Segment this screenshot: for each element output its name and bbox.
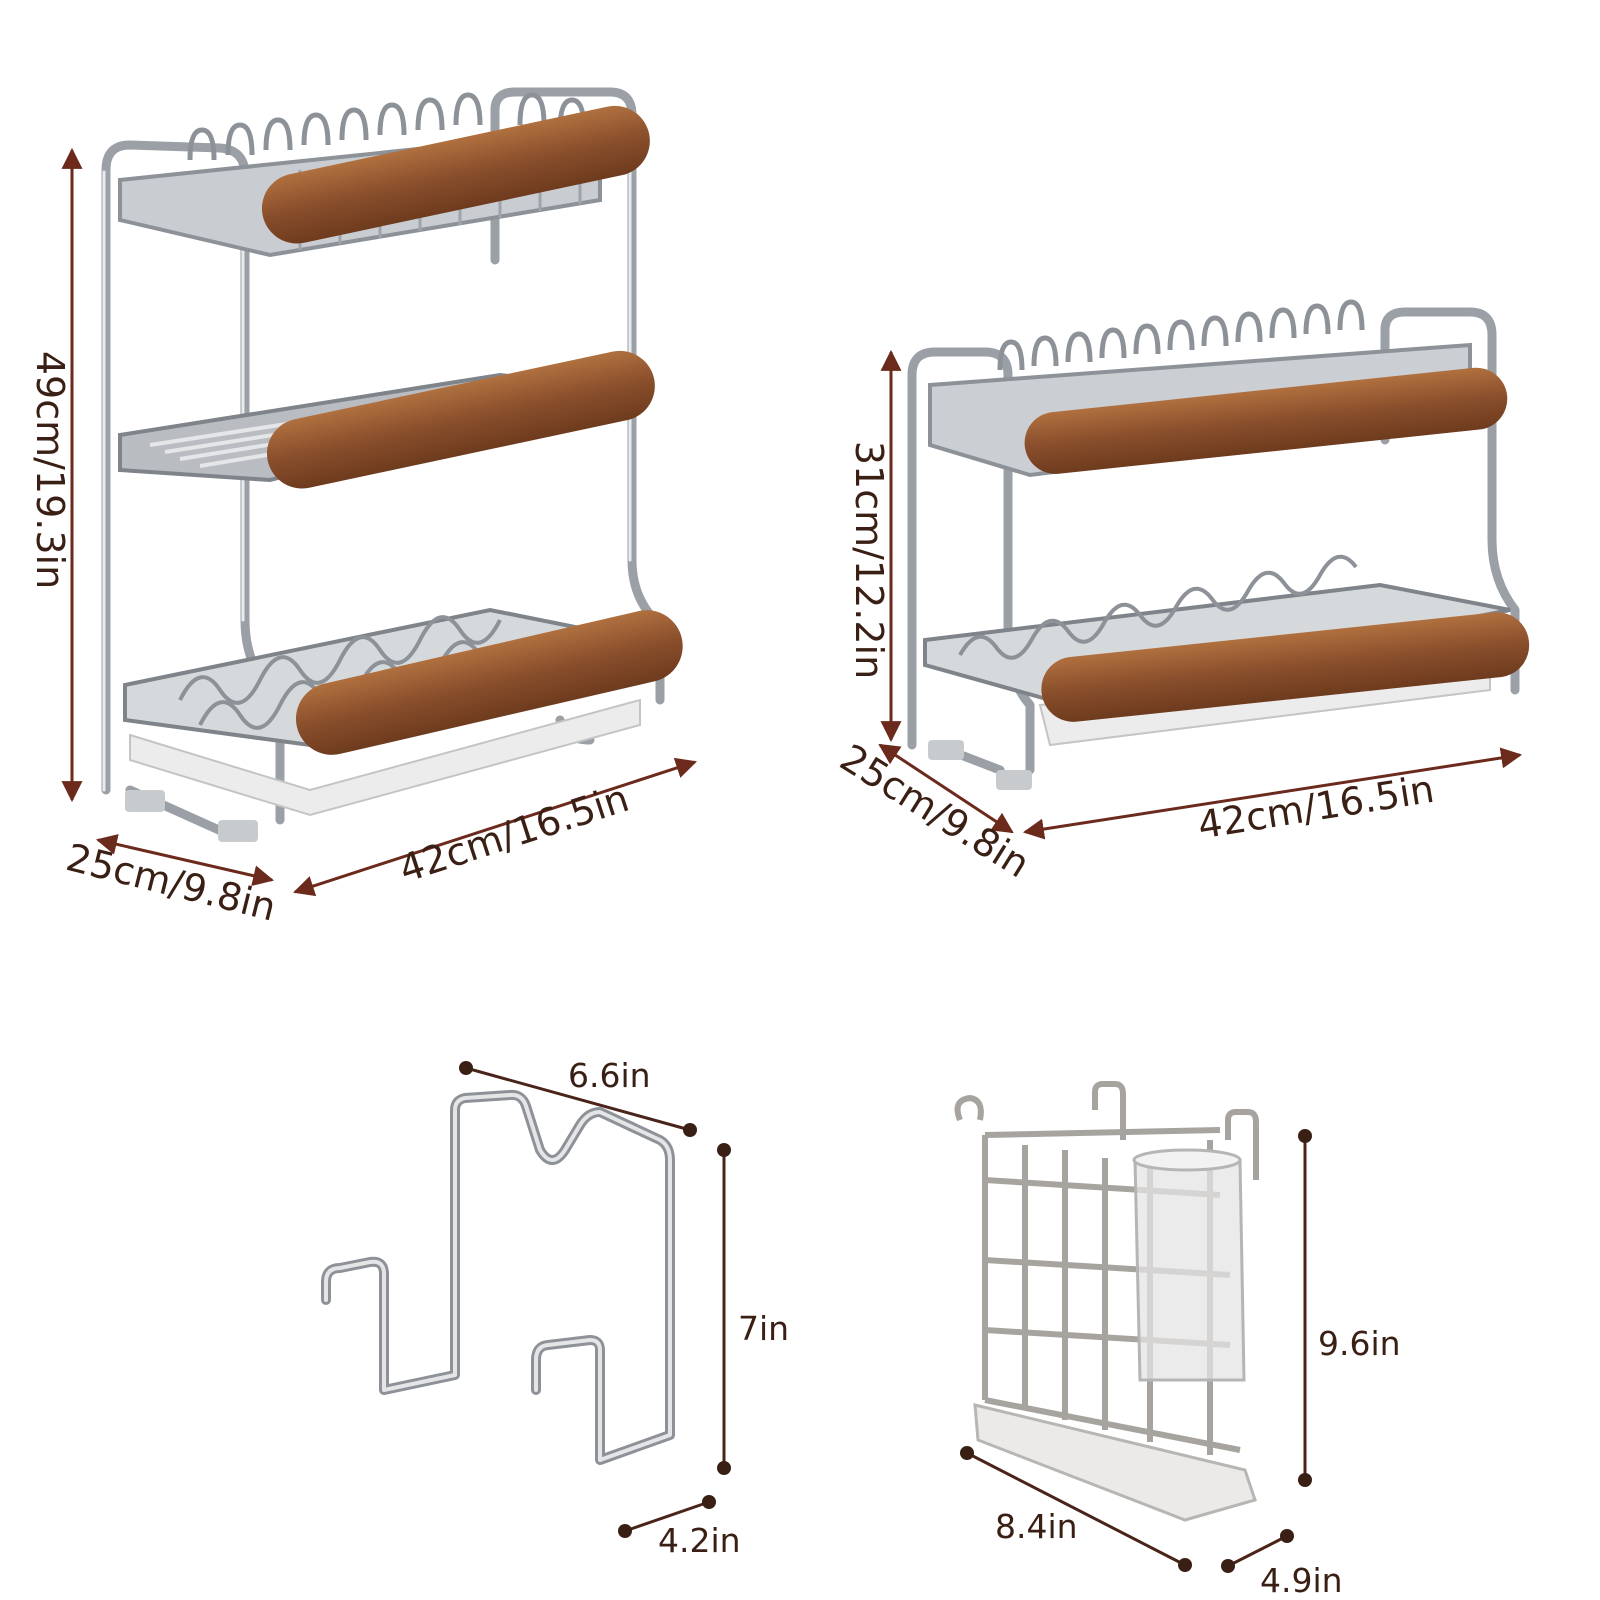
two-tier-bottom-plate-slots xyxy=(958,554,1358,660)
three-tier-depth-label: 25cm/9.8in xyxy=(62,835,280,929)
three-tier-height-label: 49cm/19.3in xyxy=(28,351,72,589)
utensil-holder-height-label: 9.6in xyxy=(1318,1324,1401,1363)
utensil-holder xyxy=(954,1081,1259,1522)
utensil-holder-dimension-dots xyxy=(960,1129,1312,1573)
three-tier-depth-arrow xyxy=(95,834,275,886)
three-tier-middle-wood-handle xyxy=(266,350,655,489)
utensil-holder-base-tray xyxy=(973,1403,1257,1522)
three-tier-width-label: 42cm/16.5in xyxy=(394,776,634,891)
cutting-board-holder xyxy=(321,1089,675,1465)
three-tier-bottom-wood-handle xyxy=(295,610,683,755)
cutting-board-depth-line xyxy=(624,1500,710,1533)
two-tier-top-wood-handle xyxy=(1024,367,1508,474)
utensil-holder-width-line xyxy=(966,1451,1186,1567)
three-tier-top-dish-slots xyxy=(187,92,587,161)
three-tier-foot xyxy=(218,820,258,842)
utensil-holder-depth-line xyxy=(1227,1534,1288,1568)
cutting-board-width-line xyxy=(465,1066,691,1132)
cutting-board-width-label: 6.6in xyxy=(568,1056,651,1095)
utensil-holder-cup-rim xyxy=(1132,1148,1242,1172)
cutting-board-depth-label: 4.2in xyxy=(658,1521,741,1560)
two-tier-top-dish-slots xyxy=(997,299,1365,371)
utensil-holder-dimensions xyxy=(966,1136,1307,1568)
two-tier-dimensions xyxy=(878,349,1523,840)
two-tier-rack xyxy=(907,299,1530,790)
three-tier-foot xyxy=(125,790,165,812)
utensil-holder-depth-label: 4.9in xyxy=(1260,1561,1343,1600)
utensil-holder-cup xyxy=(1133,1158,1246,1382)
two-tier-depth-arrow xyxy=(878,743,1014,834)
cutting-board-dimensions xyxy=(465,1066,726,1533)
two-tier-width-arrow xyxy=(1022,747,1523,840)
three-tier-width-arrow xyxy=(293,757,697,897)
three-tier-dimensions xyxy=(61,147,697,897)
three-tier-top-wood-handle xyxy=(261,105,650,244)
three-tier-rack-frame-highlight xyxy=(102,116,632,792)
two-tier-foot xyxy=(996,770,1032,790)
two-tier-width-label: 42cm/16.5in xyxy=(1195,767,1437,848)
two-tier-height-label: 31cm/12.2in xyxy=(847,441,891,679)
three-tier-rack xyxy=(101,87,683,842)
cutting-board-dimension-dots xyxy=(459,1061,731,1538)
two-tier-foot xyxy=(928,740,964,760)
two-tier-bottom-wood-handle xyxy=(1041,612,1530,722)
cutting-board-height-label: 7in xyxy=(738,1309,789,1348)
utensil-holder-width-label: 8.4in xyxy=(995,1507,1078,1546)
